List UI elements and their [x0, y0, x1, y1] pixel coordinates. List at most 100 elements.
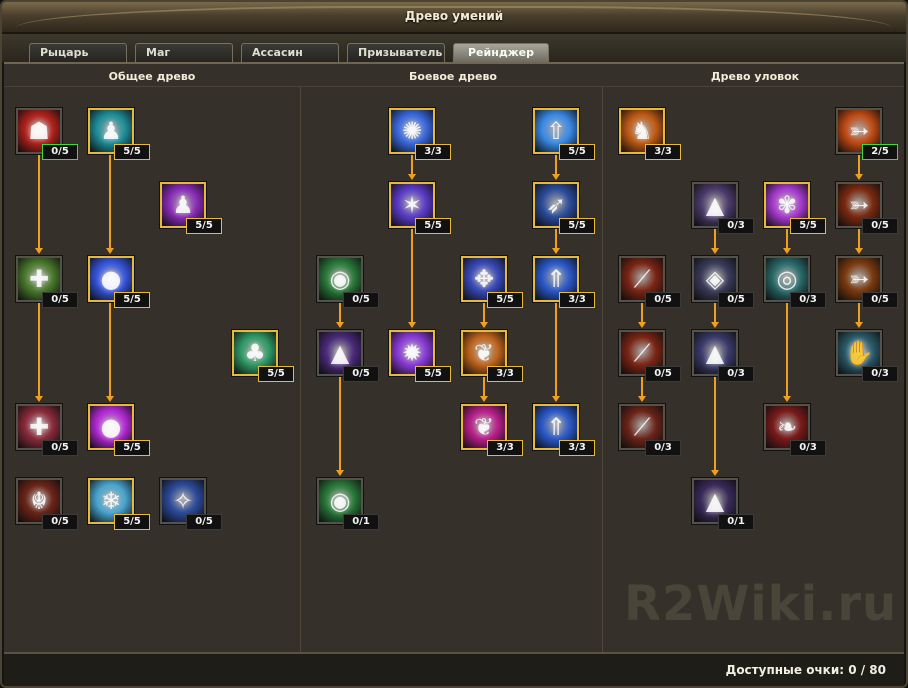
- class-tabs: Рыцарь Маг Ассасин Призыватель Рейнджер: [2, 34, 906, 62]
- skill-slot[interactable]: ♟5/5: [160, 182, 222, 234]
- column-general-tree: Общее древо: [108, 70, 196, 83]
- skill-level-badge: 0/5: [862, 292, 898, 308]
- teal-orb-icon: ◎: [776, 265, 798, 293]
- red-blade-icon: ⟋: [633, 265, 651, 293]
- blue-sigil-icon: ✧: [172, 487, 194, 515]
- tab-knight[interactable]: Рыцарь: [29, 43, 127, 62]
- skill-slot[interactable]: ◉0/5: [317, 256, 379, 308]
- skill-slot[interactable]: ⇑3/3: [533, 404, 595, 456]
- skill-level-badge: 0/5: [343, 292, 379, 308]
- skill-slot[interactable]: ✋0/3: [836, 330, 898, 382]
- skill-level-badge: 5/5: [559, 144, 595, 160]
- skill-slot[interactable]: ✶5/5: [389, 182, 451, 234]
- available-points: Доступные очки: 0 / 80: [725, 663, 886, 677]
- skill-slot[interactable]: ✚0/5: [16, 404, 78, 456]
- skill-slot[interactable]: ⇧5/5: [533, 108, 595, 160]
- skill-slot[interactable]: ●5/5: [88, 404, 150, 456]
- fire-arrow-icon: ➳: [848, 191, 870, 219]
- skill-level-badge: 0/5: [645, 366, 681, 382]
- skill-level-badge: 3/3: [559, 292, 595, 308]
- skill-level-badge: 5/5: [487, 292, 523, 308]
- skill-level-badge: 5/5: [415, 218, 451, 234]
- skill-level-badge: 5/5: [114, 292, 150, 308]
- column-divider: [300, 87, 301, 654]
- column-combat-tree: Боевое древо: [409, 70, 497, 83]
- skill-slot[interactable]: ✧0/5: [160, 478, 222, 530]
- skill-slot[interactable]: ❧0/3: [764, 404, 826, 456]
- skill-slot[interactable]: ➳2/5: [836, 108, 898, 160]
- silver-tree-icon: ✥: [473, 265, 495, 293]
- skill-level-badge: 3/3: [645, 144, 681, 160]
- magenta-tree-icon: ❦: [473, 413, 495, 441]
- cyan-figure-icon: ♟: [100, 117, 122, 145]
- tab-summoner[interactable]: Призыватель: [347, 43, 445, 62]
- green-claw-icon: ✋: [844, 339, 874, 367]
- skill-level-badge: 0/3: [645, 440, 681, 456]
- skill-slot[interactable]: ◎0/3: [764, 256, 826, 308]
- skill-slot[interactable]: ◈0/5: [692, 256, 754, 308]
- red-warrior-icon: ☗: [28, 117, 50, 145]
- fire-arrow-icon: ➳: [848, 265, 870, 293]
- skill-slot[interactable]: ✾5/5: [764, 182, 826, 234]
- dark-red-rune-icon: ☬: [30, 487, 48, 515]
- footer-bar: Доступные очки: 0 / 80: [4, 652, 904, 686]
- skill-level-badge: 0/1: [343, 514, 379, 530]
- skill-slot[interactable]: ▲0/1: [692, 478, 754, 530]
- skill-slot[interactable]: ✥5/5: [461, 256, 523, 308]
- golden-tree-icon: ❦: [473, 339, 495, 367]
- tab-assassin[interactable]: Ассасин: [241, 43, 339, 62]
- skill-slot[interactable]: ●5/5: [88, 256, 150, 308]
- title-bar[interactable]: Древо умений: [2, 2, 906, 34]
- skill-slot[interactable]: ➶5/5: [533, 182, 595, 234]
- skill-slot[interactable]: ❦3/3: [461, 330, 523, 382]
- skill-level-badge: 3/3: [559, 440, 595, 456]
- skill-slot[interactable]: ⟋0/3: [619, 404, 681, 456]
- skill-slot[interactable]: ✹5/5: [389, 330, 451, 382]
- column-divider: [602, 87, 603, 654]
- fire-arrow-icon: ➳: [848, 117, 870, 145]
- skill-slot[interactable]: ☗0/5: [16, 108, 78, 160]
- window-title: Древо умений: [404, 9, 504, 23]
- skill-level-badge: 0/1: [718, 514, 754, 530]
- skill-level-badge: 0/5: [42, 292, 78, 308]
- skill-slot[interactable]: ⟋0/5: [619, 256, 681, 308]
- skill-slot[interactable]: ✚0/5: [16, 256, 78, 308]
- skill-slot[interactable]: ♟5/5: [88, 108, 150, 160]
- tab-ranger[interactable]: Рейнджер: [453, 43, 549, 62]
- skill-level-badge: 3/3: [487, 440, 523, 456]
- skill-slot[interactable]: ▲0/3: [692, 330, 754, 382]
- skill-slot[interactable]: ▲0/5: [317, 330, 379, 382]
- skill-level-badge: 5/5: [114, 440, 150, 456]
- hooded-sigil-icon: ▲: [705, 487, 725, 515]
- skill-slot[interactable]: ♞3/3: [619, 108, 681, 160]
- red-cross-icon: ✚: [28, 413, 50, 441]
- skill-slot[interactable]: ⟋0/5: [619, 330, 681, 382]
- skill-slot[interactable]: ✺3/3: [389, 108, 451, 160]
- skill-level-badge: 0/3: [790, 440, 826, 456]
- skill-level-badge: 0/5: [42, 514, 78, 530]
- purple-figure-icon: ♟: [172, 191, 194, 219]
- skill-level-badge: 0/5: [42, 144, 78, 160]
- skill-level-badge: 5/5: [790, 218, 826, 234]
- green-sphere-icon: ◉: [329, 487, 351, 515]
- skill-slot[interactable]: ➳0/5: [836, 182, 898, 234]
- skill-slot[interactable]: ▲0/3: [692, 182, 754, 234]
- light-beam-icon: ⇧: [545, 117, 567, 145]
- skill-level-badge: 3/3: [487, 366, 523, 382]
- skill-level-badge: 0/5: [186, 514, 222, 530]
- skill-slot[interactable]: ➳0/5: [836, 256, 898, 308]
- hooded-sigil-icon: ▲: [705, 339, 725, 367]
- skill-slot[interactable]: ◉0/1: [317, 478, 379, 530]
- blue-orb-icon: ●: [100, 265, 122, 293]
- green-cross-icon: ✚: [28, 265, 50, 293]
- tab-mage[interactable]: Маг: [135, 43, 233, 62]
- skill-slot[interactable]: ❄5/5: [88, 478, 150, 530]
- title-ornament: [16, 6, 892, 28]
- skill-slot[interactable]: ⇑3/3: [533, 256, 595, 308]
- skill-slot[interactable]: ❦3/3: [461, 404, 523, 456]
- grey-rune-icon: ◈: [705, 265, 725, 293]
- skill-slot[interactable]: ☬0/5: [16, 478, 78, 530]
- skill-slot[interactable]: ♣5/5: [232, 330, 294, 382]
- skill-level-badge: 0/3: [718, 218, 754, 234]
